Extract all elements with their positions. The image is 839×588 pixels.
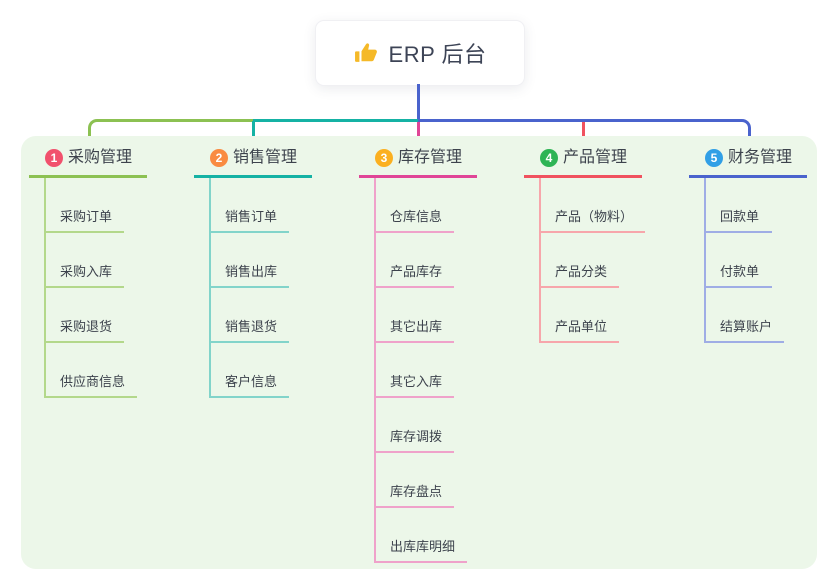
branch-header-product[interactable]: 4 产品管理 (524, 145, 642, 178)
leaf-sales-return[interactable]: 销售退货 (211, 288, 290, 343)
leaf-other-inbound[interactable]: 其它入库 (376, 343, 455, 398)
leaf-sales-order[interactable]: 销售订单 (211, 178, 290, 233)
branch-purchase: 1 采购管理 采购订单 采购入库 采购退货 供应商信息 (29, 145, 189, 398)
branch-title-product: 产品管理 (563, 149, 628, 166)
branch-items-finance: 回款单 付款单 结算账户 (704, 178, 839, 343)
branch-title-sales: 销售管理 (233, 149, 298, 166)
leaf-settlement-account[interactable]: 结算账户 (706, 288, 785, 343)
number-badge-4: 4 (540, 148, 558, 167)
leaf-stock-transfer[interactable]: 库存调拨 (376, 398, 455, 453)
leaf-product-unit[interactable]: 产品单位 (541, 288, 620, 343)
branch-header-sales[interactable]: 2 销售管理 (194, 145, 312, 178)
branch-header-purchase[interactable]: 1 采购管理 (29, 145, 147, 178)
connector-drop-inventory (417, 122, 420, 142)
leaf-payment-doc[interactable]: 付款单 (706, 233, 772, 288)
leaf-supplier-info[interactable]: 供应商信息 (46, 343, 138, 398)
connector-trunk (417, 84, 420, 122)
branch-finance: 5 财务管理 回款单 付款单 结算账户 (689, 145, 839, 343)
leaf-product-stock[interactable]: 产品库存 (376, 233, 455, 288)
leaf-purchase-inbound[interactable]: 采购入库 (46, 233, 125, 288)
thumbs-up-icon (354, 41, 379, 66)
connector-drop-product (582, 122, 585, 142)
connector-elbow-purchase (88, 119, 114, 145)
leaf-other-outbound[interactable]: 其它出库 (376, 288, 455, 343)
leaf-purchase-order[interactable]: 采购订单 (46, 178, 125, 233)
branch-title-purchase: 采购管理 (68, 149, 133, 166)
branch-items-product: 产品（物料） 产品分类 产品单位 (539, 178, 684, 343)
leaf-warehouse-info[interactable]: 仓库信息 (376, 178, 455, 233)
branch-sales: 2 销售管理 销售订单 销售出库 销售退货 客户信息 (194, 145, 354, 398)
connector-elbow-finance (725, 119, 751, 145)
root-node-erp[interactable]: ERP 后台 (315, 20, 525, 86)
leaf-purchase-return[interactable]: 采购退货 (46, 288, 125, 343)
leaf-receipt-doc[interactable]: 回款单 (706, 178, 772, 233)
root-title: ERP 后台 (388, 42, 487, 67)
branch-header-inventory[interactable]: 3 库存管理 (359, 145, 477, 178)
branch-title-inventory: 库存管理 (398, 149, 463, 166)
branch-product: 4 产品管理 产品（物料） 产品分类 产品单位 (524, 145, 684, 343)
connector-branch-teal (253, 119, 418, 122)
branch-header-finance[interactable]: 5 财务管理 (689, 145, 807, 178)
number-badge-5: 5 (705, 148, 723, 167)
leaf-stock-count[interactable]: 库存盘点 (376, 453, 455, 508)
modules-panel (21, 136, 817, 569)
connector-branch-blue (418, 119, 733, 122)
leaf-sales-outbound[interactable]: 销售出库 (211, 233, 290, 288)
connector-branch-green (106, 119, 253, 122)
connector-drop-sales (252, 121, 255, 142)
number-badge-3: 3 (375, 148, 393, 167)
leaf-customer-info[interactable]: 客户信息 (211, 343, 290, 398)
leaf-product-material[interactable]: 产品（物料） (541, 178, 646, 233)
branch-items-inventory: 仓库信息 产品库存 其它出库 其它入库 库存调拨 库存盘点 出库库明细 (374, 178, 519, 563)
branch-items-sales: 销售订单 销售出库 销售退货 客户信息 (209, 178, 354, 398)
leaf-product-category[interactable]: 产品分类 (541, 233, 620, 288)
branch-inventory: 3 库存管理 仓库信息 产品库存 其它出库 其它入库 库存调拨 库存盘点 出库库… (359, 145, 519, 563)
number-badge-2: 2 (210, 148, 228, 167)
leaf-outbound-detail[interactable]: 出库库明细 (376, 508, 468, 563)
branch-title-finance: 财务管理 (728, 149, 793, 166)
number-badge-1: 1 (45, 148, 63, 167)
branch-items-purchase: 采购订单 采购入库 采购退货 供应商信息 (44, 178, 189, 398)
